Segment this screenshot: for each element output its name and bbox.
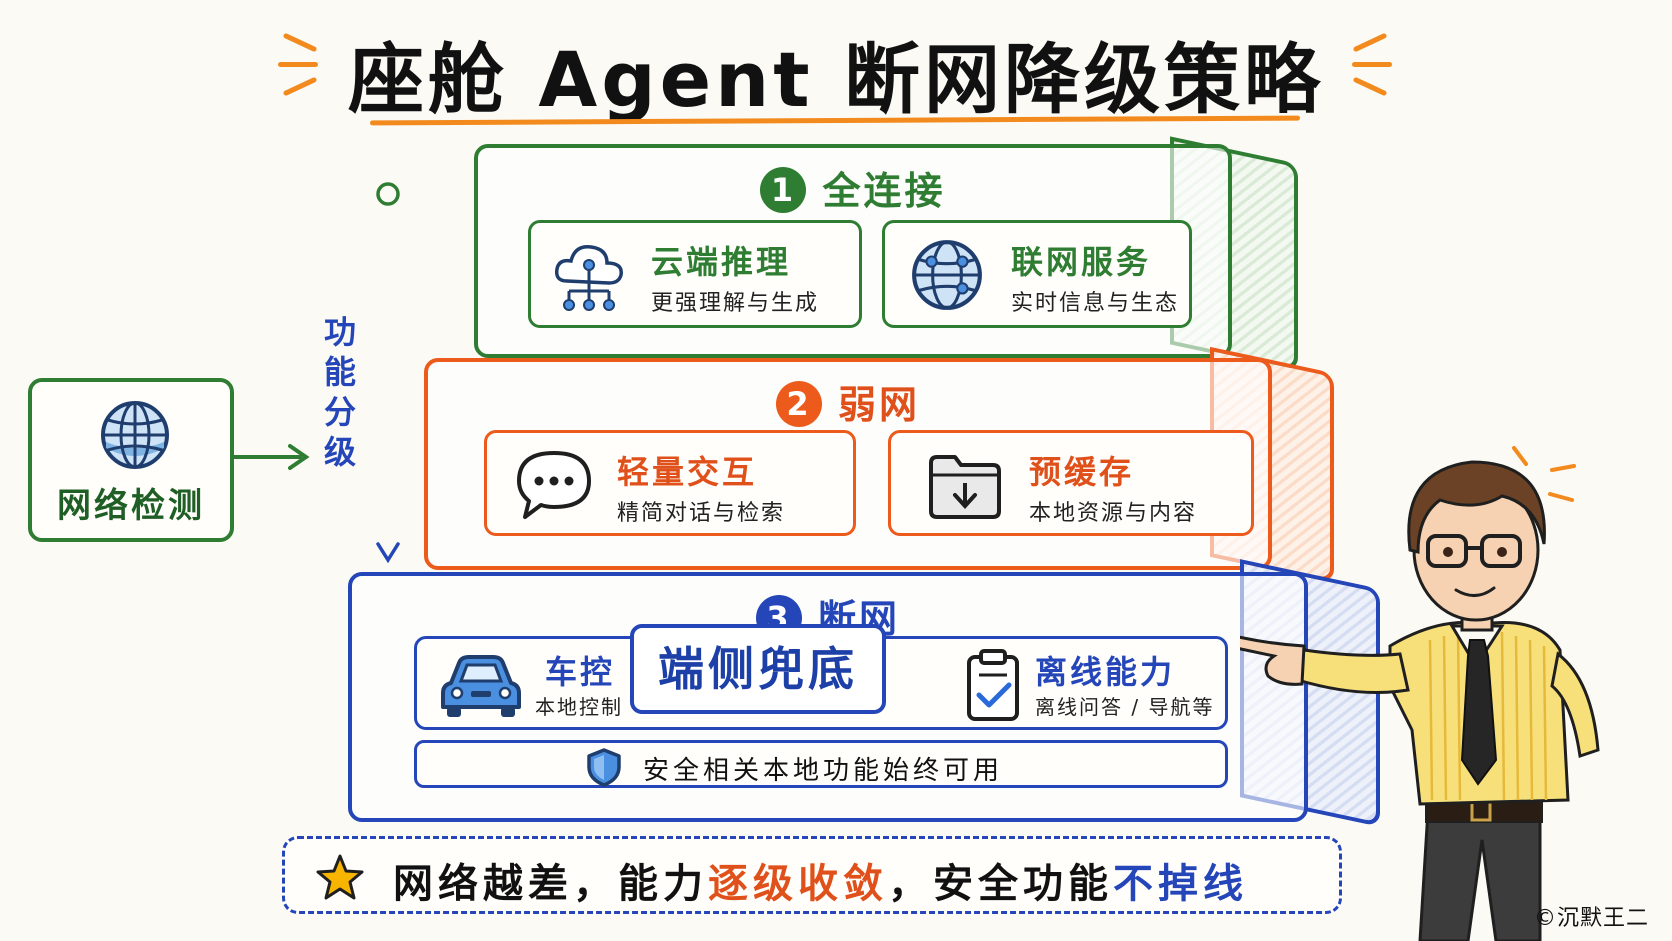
- summary-highlight-never-offline: 不掉线: [1113, 861, 1248, 907]
- shield-icon: [587, 748, 621, 787]
- function-tiering-label: 功能分级: [323, 313, 356, 471]
- card-title: 车控: [545, 653, 616, 691]
- card-title: 轻量交互: [617, 453, 758, 491]
- chat-bubble-icon: [517, 451, 591, 519]
- tier-2-weak-network: 2 弱网 轻量交互 精简对话与检索 预缓存 本地资源与内容: [424, 358, 1272, 570]
- tier-2-heading: 2 弱网: [428, 374, 1268, 431]
- card-title: 预缓存: [1029, 453, 1135, 491]
- globe-icon: [101, 401, 169, 469]
- tiering-arrow: [376, 182, 400, 564]
- page-title: 座舱 Agent 断网降级策略: [347, 35, 1325, 124]
- card-subtitle: 本地控制: [535, 695, 623, 719]
- arrow-right-icon: [234, 444, 310, 470]
- card-subtitle: 实时信息与生态: [1011, 291, 1180, 316]
- card-title: 云端推理: [651, 243, 792, 281]
- card-subtitle: 本地资源与内容: [1029, 501, 1198, 526]
- online-services-card: 联网服务 实时信息与生态: [882, 220, 1192, 328]
- network-detection-box: 网络检测: [28, 378, 234, 542]
- card-subtitle: 精简对话与检索: [617, 501, 786, 526]
- network-detection-label: 网络检测: [57, 486, 205, 526]
- tier-number-badge: 2: [775, 380, 822, 427]
- light-interaction-card: 轻量交互 精简对话与检索: [484, 430, 856, 536]
- summary-text: 网络越差，能力逐级收敛，安全功能不掉线: [393, 861, 1248, 907]
- card-title: 离线能力: [1035, 653, 1176, 691]
- presenter-illustration: [1240, 446, 1600, 941]
- cloud-network-icon: [554, 245, 623, 311]
- pre-cache-card: 预缓存 本地资源与内容: [888, 430, 1254, 536]
- safety-guarantee-bar: 安全相关本地功能始终可用: [414, 740, 1228, 788]
- tier-1-title: 全连接: [822, 169, 946, 213]
- star-icon: [316, 854, 364, 900]
- summary-bar: 网络越差，能力逐级收敛，安全功能不掉线: [282, 836, 1342, 914]
- clipboard-check-icon: [967, 649, 1019, 721]
- accent-dash: [1352, 62, 1392, 67]
- copyright-label: ©沉默王二: [1534, 906, 1650, 931]
- safety-text: 安全相关本地功能始终可用: [643, 756, 1004, 786]
- accent-dash: [278, 62, 318, 67]
- car-icon: [441, 655, 521, 717]
- tier-number-badge: 1: [760, 166, 807, 213]
- summary-highlight-converge: 逐级收敛: [708, 861, 888, 907]
- cloud-inference-card: 云端推理 更强理解与生成: [528, 220, 862, 328]
- folder-download-icon: [929, 455, 1001, 519]
- on-device-fallback-core: 端侧兜底: [630, 624, 886, 714]
- card-subtitle: 离线问答 / 导航等: [1035, 695, 1215, 719]
- card-subtitle: 更强理解与生成: [651, 291, 820, 316]
- card-title: 联网服务: [1011, 243, 1152, 281]
- globe-icon: [912, 240, 982, 310]
- tier-2-title: 弱网: [837, 383, 920, 427]
- tier-1-heading: 1 全连接: [478, 160, 1228, 217]
